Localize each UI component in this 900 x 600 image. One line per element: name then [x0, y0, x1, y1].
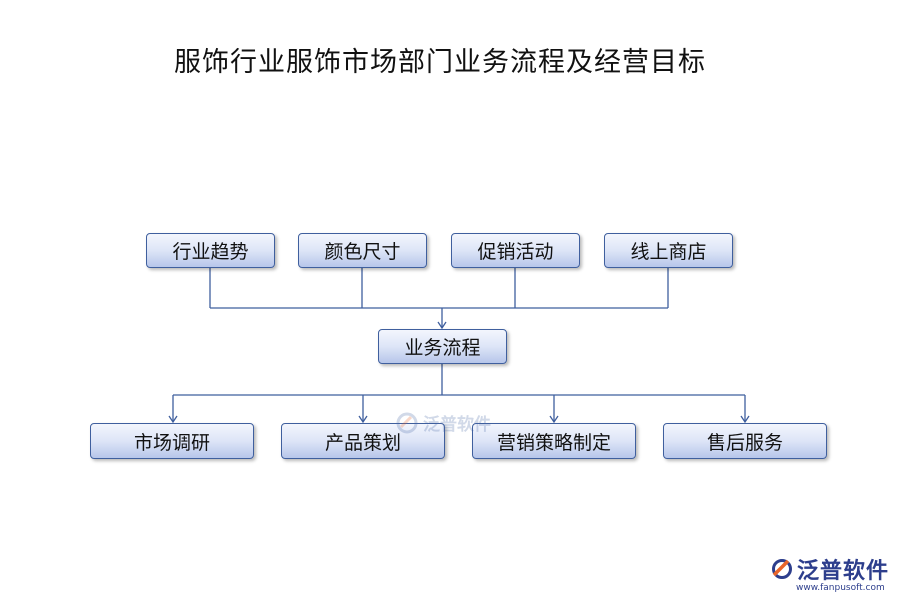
node-product-planning: 产品策划: [281, 423, 445, 459]
diagram-title: 服饰行业服饰市场部门业务流程及经营目标: [174, 47, 706, 78]
center-watermark: 泛普软件: [395, 410, 491, 435]
corner-watermark: 泛普软件 www.fanpusoft.com: [770, 553, 889, 593]
corner-watermark-url: www.fanpusoft.com: [796, 583, 885, 593]
center-watermark-brand: 泛普软件: [423, 415, 491, 435]
node-industry-trend: 行业趋势: [146, 233, 275, 268]
corner-watermark-brand: 泛普软件: [797, 559, 890, 584]
node-market-research: 市场调研: [90, 423, 254, 459]
node-after-sales: 售后服务: [663, 423, 827, 459]
fanpu-logo-icon: [772, 559, 792, 579]
node-color-size: 颜色尺寸: [298, 233, 427, 268]
fanpu-logo-icon: [396, 412, 418, 433]
node-online-store: 线上商店: [604, 233, 733, 268]
node-marketing-strategy: 营销策略制定: [472, 423, 636, 459]
node-business-process: 业务流程: [378, 329, 507, 364]
node-promotion: 促销活动: [451, 233, 580, 268]
